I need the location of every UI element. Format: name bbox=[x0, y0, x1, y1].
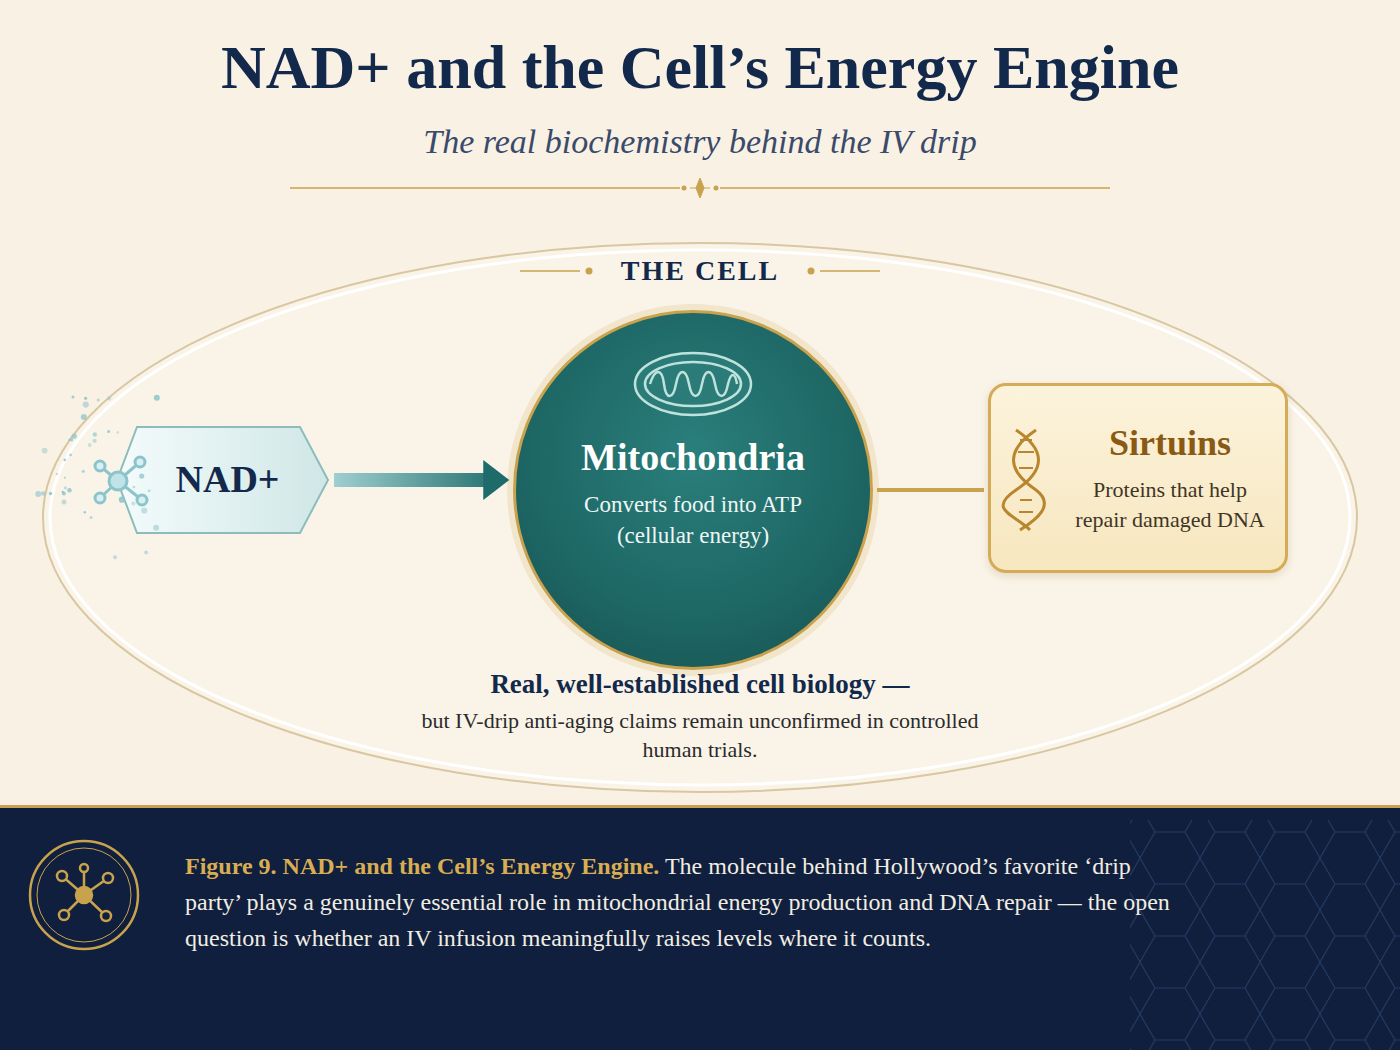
figure-label: Figure 9. NAD+ and the Cell’s Energy Eng… bbox=[185, 853, 659, 879]
note-body: but IV-drip anti-aging claims remain unc… bbox=[420, 706, 980, 765]
note-heading: Real, well-established cell biology — bbox=[350, 668, 1050, 702]
caption-block: Figure 9. NAD+ and the Cell’s Energy Eng… bbox=[185, 848, 1185, 956]
hex-pattern bbox=[1130, 820, 1400, 1050]
node-label: NAD+ bbox=[176, 459, 280, 501]
dna-icon bbox=[1003, 430, 1044, 530]
connector bbox=[334, 473, 485, 487]
node-body: Proteins that help repair damaged DNA bbox=[1071, 475, 1269, 534]
mitochondrion-icon bbox=[635, 353, 751, 415]
divider bbox=[290, 178, 1110, 198]
molecule-tag: NAD+ bbox=[115, 425, 330, 535]
cell-heading-dashes bbox=[520, 268, 880, 275]
cell-note: Real, well-established cell biology — but… bbox=[350, 668, 1050, 765]
cell-outline: THE CELL NAD+ MitochondriaConverts food in… bbox=[40, 240, 1360, 795]
subtitle: The real biochemistry behind the IV drip bbox=[20, 122, 1380, 163]
connector bbox=[877, 488, 984, 492]
cell-heading: THE CELL bbox=[40, 254, 1360, 288]
node-heading: Mitochondria bbox=[581, 435, 805, 481]
molecule-icon bbox=[95, 457, 147, 505]
node-heading: Sirtuins bbox=[1109, 422, 1231, 465]
molecule-dots bbox=[35, 395, 160, 559]
arrowhead bbox=[483, 460, 509, 500]
title: NAD+ and the Cell’s Energy Engine bbox=[20, 32, 1380, 103]
protein-box: SirtuinsProteins that help repair damage… bbox=[988, 383, 1288, 573]
caption-emblem bbox=[30, 841, 138, 949]
node-body: Converts food into ATP (cellular energy) bbox=[568, 489, 818, 551]
